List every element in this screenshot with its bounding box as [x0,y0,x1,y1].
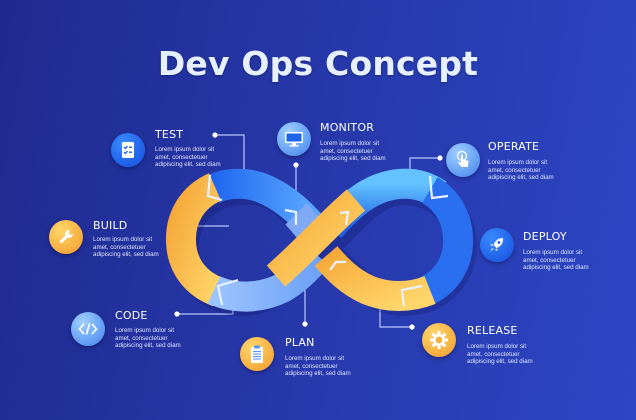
gear-icon [422,323,456,357]
stage-label: BUILD [93,219,128,232]
stage-description: Lorem ipsum dolor sit amet, consectetuer… [320,140,386,163]
stage-description: Lorem ipsum dolor sit amet, consectetuer… [115,327,181,350]
stage-label: PLAN [285,336,315,349]
stage-label: DEPLOY [523,230,567,243]
stage-description: Lorem ipsum dolor sit amet, consectetuer… [285,355,351,378]
stage-description: Lorem ipsum dolor sit amet, consectetuer… [523,249,589,272]
rocket-icon [480,228,514,262]
touch-hand-icon [446,143,480,177]
stage-label: MONITOR [320,121,375,134]
stage-description: Lorem ipsum dolor sit amet, consectetuer… [155,146,221,169]
stage-label: TEST [155,128,184,141]
page-title: Dev Ops Concept [157,44,479,83]
stage-label: RELEASE [467,324,518,337]
stage-label: CODE [115,309,148,322]
stage-label: OPERATE [488,140,540,153]
stage-description: Lorem ipsum dolor sit amet, consectetuer… [488,159,554,182]
stage-description: Lorem ipsum dolor sit amet, consectetuer… [93,236,159,259]
stage-description: Lorem ipsum dolor sit amet, consectetuer… [467,343,533,366]
clipboard-icon [240,337,274,371]
monitor-icon [277,122,311,156]
code-brackets-icon [71,312,105,346]
wrench-icon [49,220,83,254]
checklist-icon [111,133,145,167]
